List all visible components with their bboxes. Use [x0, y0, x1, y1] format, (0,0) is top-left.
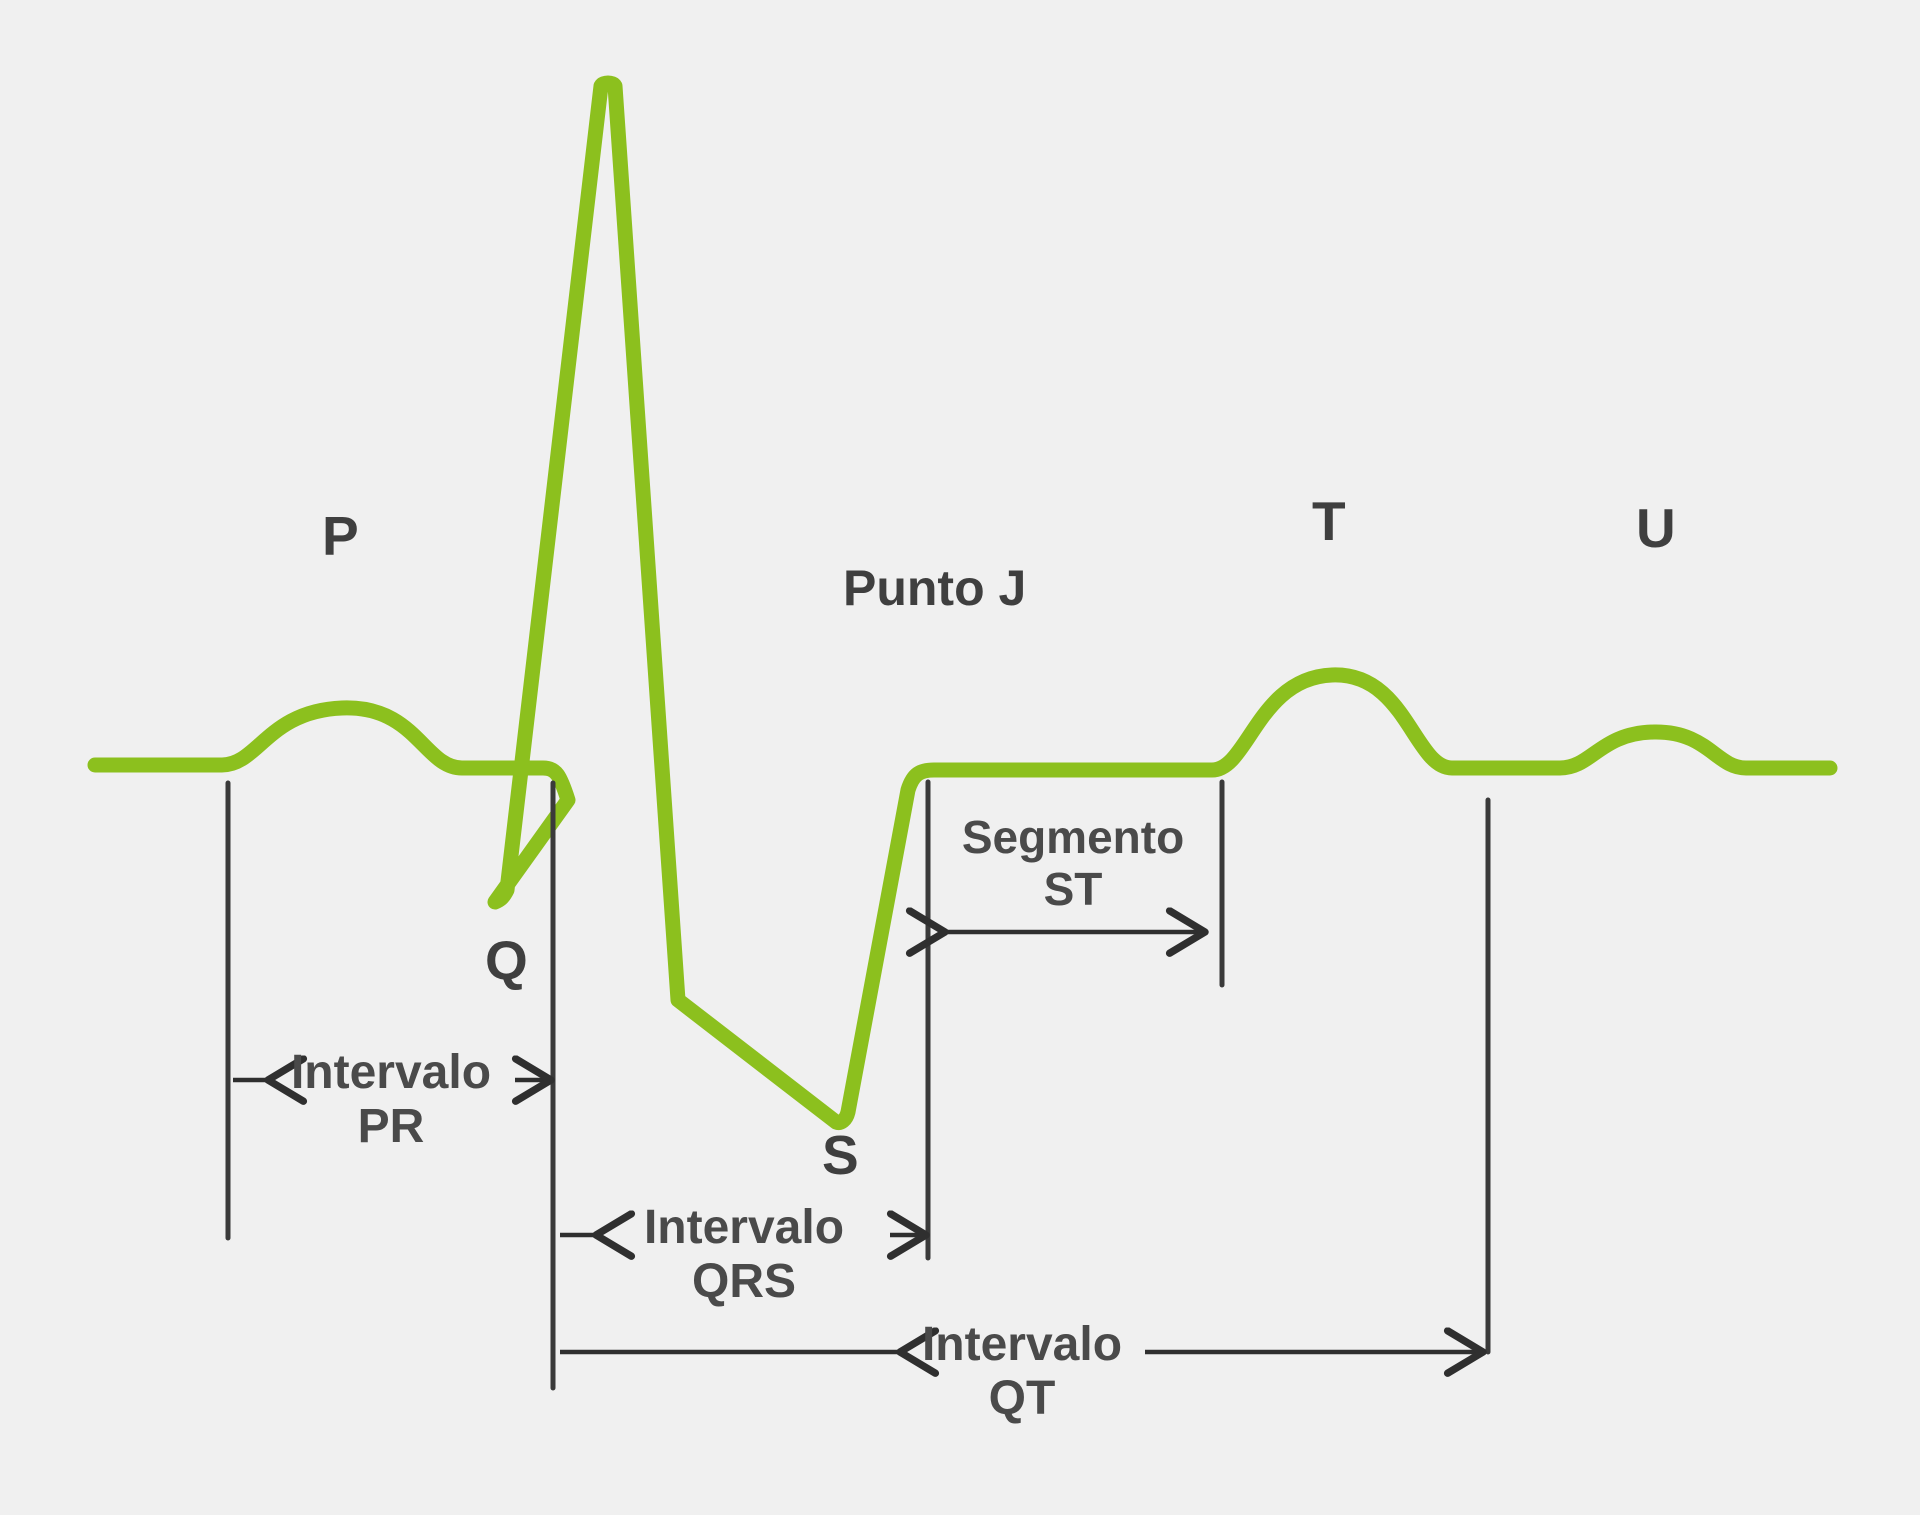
label-intervalo-pr: Intervalo PR — [191, 1046, 591, 1154]
label-u-wave: U — [1636, 497, 1676, 559]
label-t-wave: T — [1312, 490, 1346, 552]
ecg-trace — [87, 75, 1838, 1130]
label-intervalo-pr-line2: PR — [357, 1099, 425, 1153]
label-segmento-st-line1: Segmento — [961, 811, 1185, 863]
label-segmento-st: Segmento ST — [923, 811, 1223, 915]
label-intervalo-qt: Intervalo QT — [822, 1318, 1222, 1426]
label-intervalo-qt-line1: Intervalo — [921, 1318, 1123, 1371]
label-intervalo-qrs: Intervalo QRS — [544, 1201, 944, 1309]
label-intervalo-pr-line1: Intervalo — [290, 1046, 492, 1099]
label-intervalo-qrs-line1: Intervalo — [643, 1201, 845, 1254]
label-q-wave: Q — [485, 929, 528, 991]
label-s-wave: S — [822, 1124, 859, 1186]
label-intervalo-qrs-line2: QRS — [691, 1254, 796, 1308]
label-intervalo-qt-line2: QT — [988, 1371, 1056, 1425]
label-p-wave: P — [322, 505, 359, 567]
label-segmento-st-line2: ST — [1043, 862, 1103, 915]
label-punto-j: Punto J — [843, 560, 1027, 616]
